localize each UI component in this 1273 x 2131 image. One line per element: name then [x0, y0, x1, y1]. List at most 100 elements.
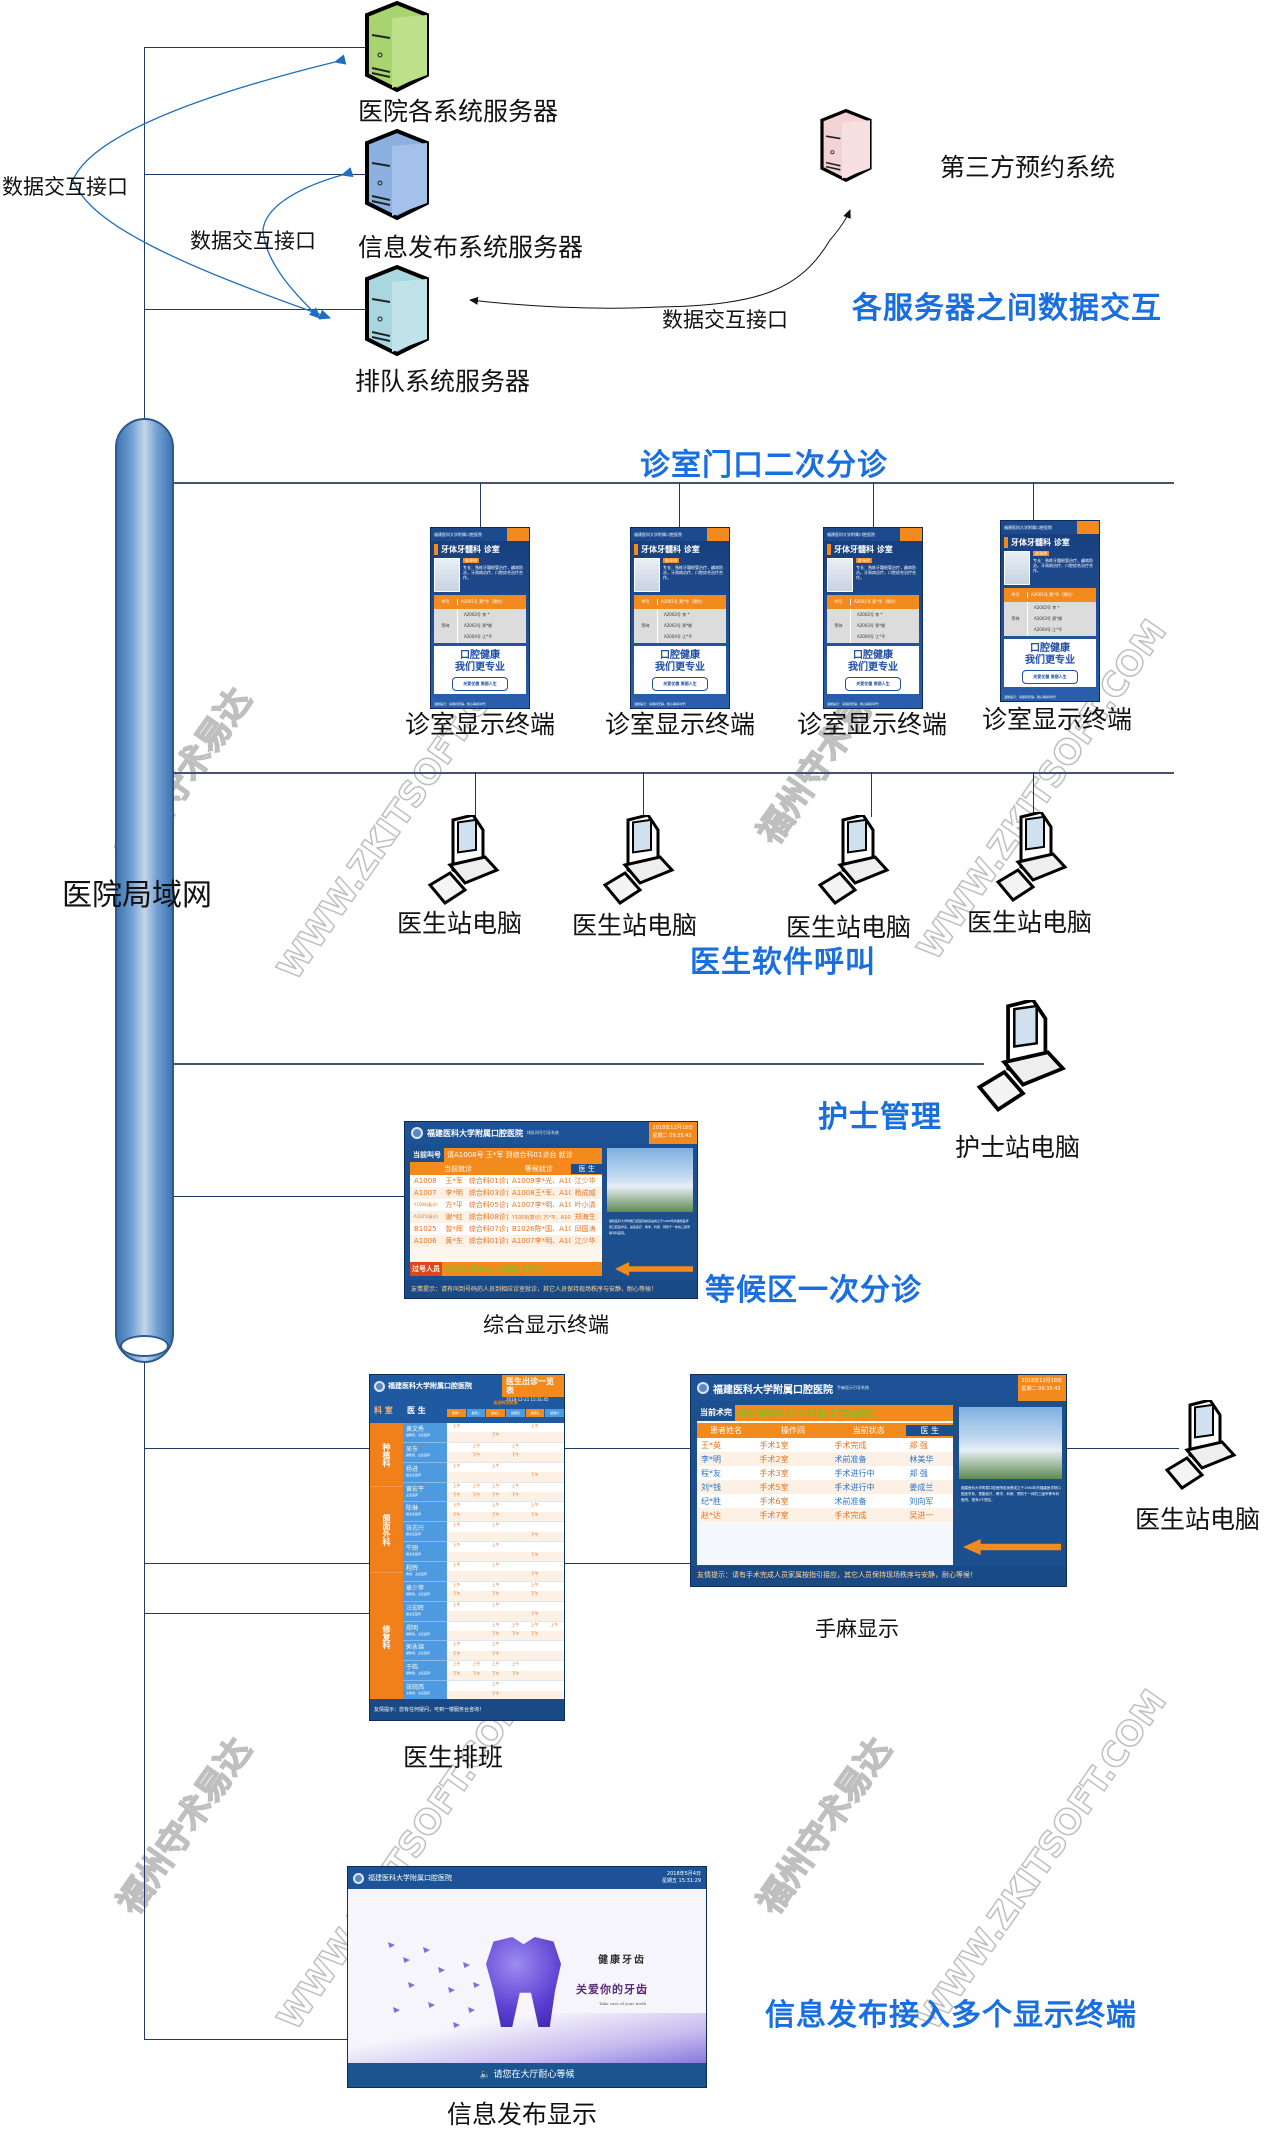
hospital-logo-icon: [411, 1127, 423, 1139]
watermark: 福州守术易达: [109, 1731, 260, 1923]
hospital-building-image: [959, 1407, 1062, 1479]
hospital-logo-icon: [697, 1382, 709, 1394]
call-label: 呼号: [827, 599, 851, 605]
hospital-logo-icon: [353, 1872, 364, 1884]
shard-graphic: [463, 1962, 470, 1968]
waiting-item: A2004号 江*平: [464, 634, 493, 640]
door-display-terminal: 福建医科大学附属口腔医院 牙体牙髓科 诊室 陈琴明专长：熟练牙髓根管治疗，龋病防…: [1000, 520, 1100, 702]
tip-bar: 友情提示：您有任何疑问，可到一楼服务台咨询！: [370, 1699, 564, 1720]
doctor-cell: 于皓副教授、主任医师: [403, 1661, 447, 1682]
hospital-intro-text: 福建医科大学附属口腔医院前身是成立于1984年的福建医学院口腔医学系，是集医疗、…: [609, 1219, 691, 1235]
door-display-terminal: 福建医科大学附属口腔医院 牙体牙髓科 诊室 陈琴明专长：熟练牙髓根管治疗，龋病防…: [630, 527, 730, 709]
shard-graphic: [393, 2007, 400, 2013]
schedule-row: 上午上午下午下午: [447, 1641, 564, 1662]
waiting-item: A2004号 江*平: [857, 634, 886, 640]
info-server-label: 信息发布系统服务器: [358, 233, 584, 262]
link-schedule: [144, 1448, 369, 1449]
waiting-display-label: 综合显示终端: [483, 1313, 609, 1337]
wait-label: 等待: [434, 609, 458, 643]
waiting-item: A2004号 江*平: [664, 634, 693, 640]
info-server-icon: [365, 128, 429, 220]
date-box: [900, 528, 922, 541]
doctor-pc-bus: [174, 772, 1174, 774]
drop-line: [873, 482, 874, 537]
doctor-photo: [1004, 551, 1030, 585]
doctor-pc-label: 医生站电脑: [572, 911, 698, 940]
third-party-label: 第三方预约系统: [940, 153, 1116, 182]
col-dept: 科 室: [374, 1406, 393, 1415]
door-display-bus: [174, 482, 1174, 484]
doctor-pc-icon: [427, 815, 500, 905]
hospital-name: 福建医科大学附属口腔医院: [427, 1128, 523, 1138]
link-queue-server: [144, 309, 399, 310]
doctor-pc-icon: [817, 815, 890, 905]
doctor-cell: 牛刚副主任医师: [403, 1542, 447, 1563]
doctor-name: 陈琴明: [1033, 551, 1049, 556]
schedule-row: 上午上午下午: [447, 1423, 564, 1443]
table-row: 王*英手术1室手术完成郑 强: [697, 1438, 953, 1452]
tip-bar: 友情提示：请有叫到号码的人员到相应诊室就诊，其它人员保持现场秩序与安静，耐心等候…: [405, 1280, 697, 1298]
interface-label-middle: 数据交互接口: [190, 229, 316, 253]
surgery-table: 患者姓名操作间当前状态医 生 王*英手术1室手术完成郑 强 李*明手术2室术前准…: [697, 1423, 954, 1522]
waiting-item: A2003号 郑*娜: [664, 622, 693, 628]
door-display-terminal: 福建医科大学附属口腔医院 牙体牙髓科 诊室 陈琴明专长：熟练牙髓根管治疗，龋病防…: [430, 527, 530, 709]
waiting-item: A2002号 李 *: [1034, 604, 1060, 610]
shard-graphic: [438, 1967, 445, 1973]
datetime: 2018年5月4日星期五 15:31:29: [661, 1871, 701, 1884]
doctor-cell: 陈琳副主任医师: [403, 1502, 447, 1523]
doctor-photo: [827, 558, 853, 592]
hospital-building-image: [607, 1148, 693, 1212]
drop-line: [1033, 482, 1034, 522]
waiting-display-terminal: 福建医科大学附属口腔医院排队叫号引导系统 2018年12月18日星期二 09:3…: [404, 1121, 698, 1299]
current-notice: 请王*英家属 到 手术1室门口等候接应！: [739, 1408, 882, 1418]
shard-graphic: [408, 1982, 415, 1988]
shard-graphic: [453, 2022, 460, 2028]
link-schedule-2: [144, 1563, 369, 1564]
shard-graphic: [388, 1942, 395, 1948]
schedule-row: 上午上午上午下午下午下午: [447, 1582, 564, 1602]
dept-name: 牙体牙髓科 诊室: [434, 544, 526, 555]
surgery-display: 福建医科大学附属口腔医院手麻显示引导系统 2018年12月18日星期二 09:3…: [690, 1374, 1067, 1587]
current-call: A2001号 黄*华（预约）: [661, 599, 706, 604]
doctor-cell: 章少萍副教授、主任医师: [403, 1582, 447, 1602]
schedule-row: 上午上午下午: [447, 1602, 564, 1622]
table-row: 赵*达手术7室手术完成吴进一: [697, 1508, 953, 1522]
date-box: [707, 528, 729, 541]
drop-line: [475, 772, 476, 817]
datetime: 2018年12月18日星期二 09:35:42: [1017, 1375, 1066, 1401]
ad-banner: 口腔健康我们更专业关爱仗健 美丽人生: [1004, 639, 1096, 687]
interface-arrows: [72, 54, 851, 320]
door-terminal-label: 诊室显示终端: [982, 705, 1133, 734]
bottom-notice: 🔈 请您在大厅耐心等候: [348, 2063, 706, 2087]
lan-trunk-bottom: [144, 1363, 145, 2039]
server-exchange-title: 各服务器之间数据交互: [852, 291, 1162, 326]
doctor-column: 黄文秀副教授、主任医师吴东副教授、主任医师杨进副主任医师黄宏平主任医师陈琳副主任…: [403, 1423, 447, 1702]
schedule-row: 上午上午上午上午下午下午下午下午: [447, 1483, 564, 1503]
dept-cell: 颌面外科: [370, 1487, 403, 1574]
call-label: 呼号: [634, 599, 658, 605]
table-row: 李*明手术2室术前准备林美华: [697, 1452, 953, 1466]
interface-label-right: 数据交互接口: [662, 308, 788, 332]
dept-name: 牙体牙髓科 诊室: [1004, 537, 1096, 548]
tip-text: 温馨提示：请保持安静，耐心等候叫号！: [434, 702, 489, 706]
wait-label: 等待: [634, 609, 658, 643]
doctor-bio: 专长：熟练牙髓根管治疗，龋病防治，牙周病治疗，口腔综合治疗合作。: [1033, 558, 1093, 573]
dept-name: 牙体牙髓科 诊室: [827, 544, 919, 555]
nurse-title: 护士管理: [818, 1100, 942, 1135]
schedule-row: 上午上午上午下午下午下午: [447, 1502, 564, 1523]
lan-pipe: [115, 418, 174, 1363]
waiting-item: A2004号 江*平: [1034, 627, 1063, 633]
date-box: [507, 528, 529, 541]
dept-cell: 种植科: [370, 1423, 403, 1488]
doctor-pc-label: 医生站电脑: [397, 909, 523, 938]
watermark: 福州守术易达: [749, 1731, 900, 1923]
link-info-display: [144, 2039, 349, 2040]
slogan-english: Take care of your teeth: [599, 2001, 647, 2006]
table-row: 纪*胜手术6室术前准备刘向军: [697, 1494, 953, 1508]
